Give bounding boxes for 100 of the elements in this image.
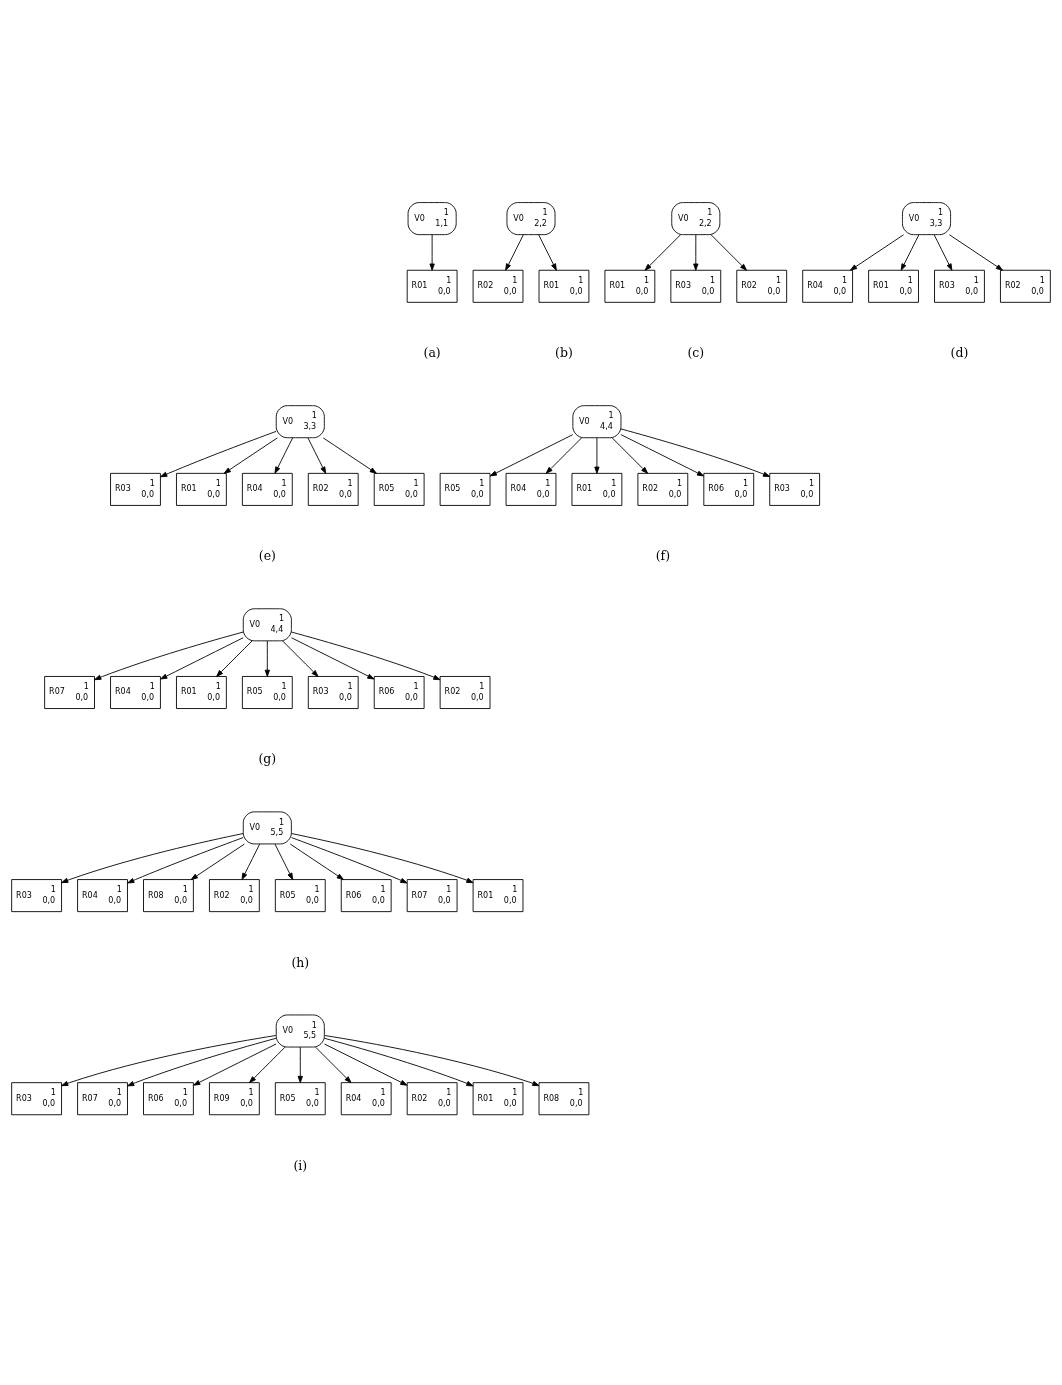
label: (c) bbox=[687, 345, 705, 361]
arrow bbox=[160, 430, 277, 478]
label: (f) bbox=[655, 548, 671, 564]
node-box: R01 1 0,0 bbox=[604, 269, 656, 303]
label: (e) bbox=[258, 548, 276, 564]
node-box: R02 1 0,0 bbox=[208, 879, 260, 913]
arrow bbox=[241, 843, 261, 880]
node-box: R03 1 0,0 bbox=[769, 472, 821, 506]
node-box: R07 1 0,0 bbox=[44, 676, 95, 709]
arrow bbox=[274, 843, 294, 880]
label: (h) bbox=[291, 954, 310, 970]
node-box: V0 1 4,4 bbox=[242, 608, 292, 642]
node-box: R05 1 0,0 bbox=[274, 1082, 326, 1116]
arrow bbox=[160, 637, 244, 680]
arrow bbox=[307, 437, 327, 474]
node-box: R04 1 0,0 bbox=[77, 879, 128, 913]
arrow bbox=[274, 437, 294, 474]
arrow bbox=[710, 234, 747, 271]
arrow bbox=[429, 234, 435, 271]
label: (i) bbox=[293, 1157, 308, 1173]
arrow bbox=[933, 234, 953, 271]
arrow bbox=[291, 833, 474, 884]
node-box: R03 1 0,0 bbox=[934, 269, 985, 303]
node-box: V0 1 1,1 bbox=[407, 202, 457, 236]
node-box: R05 1 0,0 bbox=[439, 472, 491, 506]
node-box: R01 1 0,0 bbox=[571, 472, 623, 506]
arrow bbox=[291, 637, 375, 680]
arrow bbox=[505, 234, 524, 271]
node-box: R06 1 0,0 bbox=[340, 879, 392, 913]
label: (b) bbox=[555, 345, 573, 361]
label: (g) bbox=[258, 751, 277, 767]
node-box: V0 1 4,4 bbox=[572, 405, 622, 439]
arrow bbox=[324, 1043, 408, 1086]
arrow bbox=[538, 234, 557, 271]
arrow bbox=[297, 1046, 303, 1084]
node-box: R02 1 0,0 bbox=[439, 676, 491, 709]
node-box: V0 1 2,2 bbox=[506, 202, 556, 236]
node-box: V0 1 5,5 bbox=[242, 811, 292, 845]
arrow bbox=[315, 1046, 352, 1084]
node-box: R06 1 0,0 bbox=[703, 472, 755, 506]
label: (d) bbox=[950, 345, 969, 361]
node-box: R04 1 0,0 bbox=[802, 269, 854, 303]
node-box: V0 1 5,5 bbox=[275, 1014, 325, 1048]
node-box: R02 1 0,0 bbox=[736, 269, 788, 303]
arrow bbox=[620, 434, 705, 477]
node-box: R02 1 0,0 bbox=[1000, 269, 1051, 303]
arrow bbox=[949, 234, 1004, 271]
arrow bbox=[489, 434, 574, 477]
label: (a) bbox=[423, 345, 441, 361]
arrow bbox=[249, 1046, 286, 1084]
node-box: R05 1 0,0 bbox=[241, 676, 293, 709]
node-box: R01 1 0,0 bbox=[472, 1082, 524, 1116]
arrow bbox=[620, 428, 771, 478]
arrow bbox=[94, 631, 244, 681]
node-box: V0 1 3,3 bbox=[275, 405, 325, 439]
arrow bbox=[127, 1037, 277, 1087]
node-box: R05 1 0,0 bbox=[274, 879, 326, 913]
node-box: R04 1 0,0 bbox=[110, 676, 161, 709]
arrow bbox=[322, 437, 377, 474]
arrow bbox=[594, 437, 600, 474]
arrow bbox=[190, 843, 245, 880]
arrow bbox=[289, 843, 344, 880]
node-box: R02 1 0,0 bbox=[472, 269, 524, 303]
node-box: R05 1 0,0 bbox=[373, 472, 425, 506]
arrow bbox=[324, 1035, 540, 1087]
node-box: R09 1 0,0 bbox=[208, 1082, 260, 1116]
node-box: R08 1 0,0 bbox=[143, 879, 194, 913]
node-box: R01 1 0,0 bbox=[176, 472, 227, 506]
arrow bbox=[291, 837, 408, 884]
arrow bbox=[127, 837, 244, 884]
arrow bbox=[611, 437, 649, 474]
node-box: R01 1 0,0 bbox=[538, 269, 590, 303]
node-box: R03 1 0,0 bbox=[11, 1082, 62, 1116]
arrow bbox=[223, 437, 278, 474]
node-box: R02 1 0,0 bbox=[637, 472, 689, 506]
node-box: R04 1 0,0 bbox=[505, 472, 557, 506]
arrow bbox=[264, 640, 270, 677]
arrow bbox=[545, 437, 583, 474]
node-box: R02 1 0,0 bbox=[406, 1082, 458, 1116]
node-box: R08 1 0,0 bbox=[538, 1082, 590, 1116]
node-box: R04 1 0,0 bbox=[241, 472, 293, 506]
node-box: R03 1 0,0 bbox=[670, 269, 722, 303]
arrow bbox=[323, 1037, 474, 1087]
arrow bbox=[61, 1035, 277, 1087]
node-box: R01 1 0,0 bbox=[472, 879, 524, 913]
arrow bbox=[290, 631, 441, 681]
node-box: R03 1 0,0 bbox=[307, 676, 359, 709]
node-box: R03 1 0,0 bbox=[11, 879, 62, 913]
arrow bbox=[193, 1043, 277, 1086]
node-box: R06 1 0,0 bbox=[143, 1082, 194, 1116]
node-box: R01 1 0,0 bbox=[176, 676, 227, 709]
node-box: R01 1 0,0 bbox=[406, 269, 458, 303]
node-box: R07 1 0,0 bbox=[406, 879, 458, 913]
arrow bbox=[693, 234, 699, 271]
node-box: V0 1 3,3 bbox=[902, 202, 951, 236]
node-box: R04 1 0,0 bbox=[340, 1082, 392, 1116]
node-box: R03 1 0,0 bbox=[110, 472, 161, 506]
node-box: R01 1 0,0 bbox=[868, 269, 919, 303]
arrow bbox=[644, 234, 681, 271]
node-box: R02 1 0,0 bbox=[307, 472, 359, 506]
